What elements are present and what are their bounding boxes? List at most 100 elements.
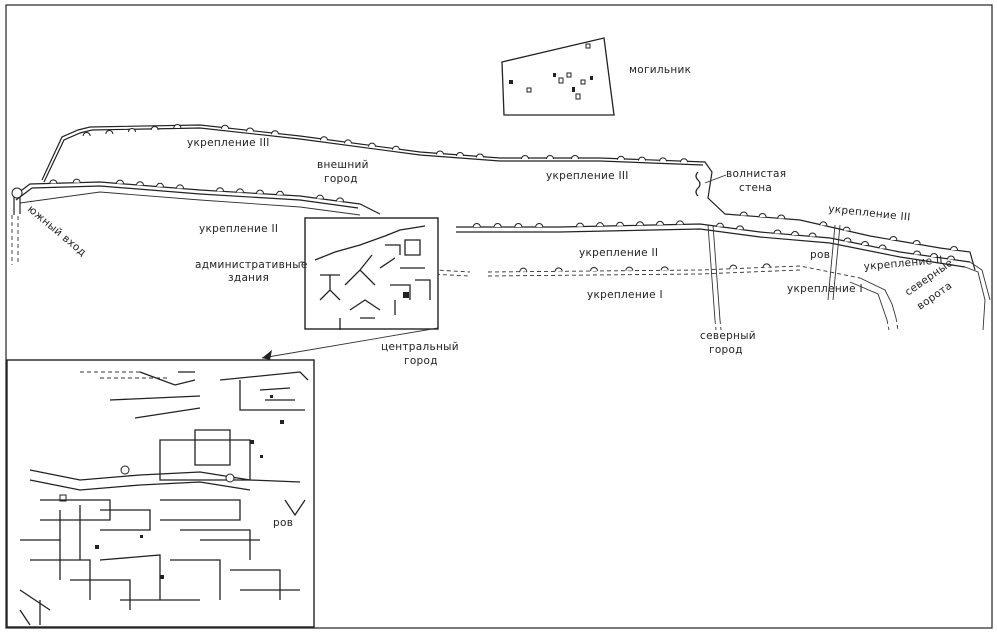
wall-tower xyxy=(128,128,136,133)
fortification-II-west-wall xyxy=(11,181,381,265)
wall-tower xyxy=(878,244,887,249)
fortification-III-wall xyxy=(41,124,976,271)
fortification-I-towers xyxy=(519,263,771,272)
label-fortification-III-east: укрепление III xyxy=(828,203,912,224)
wall-tower xyxy=(739,211,748,216)
wall-tower xyxy=(576,222,584,227)
wall-tower xyxy=(173,124,182,129)
wall-tower xyxy=(861,241,869,246)
wall-tower xyxy=(571,155,579,160)
label-fortification-III-west: укрепление III xyxy=(187,137,270,149)
wall-tower xyxy=(392,145,400,150)
wall-tower xyxy=(256,189,264,194)
label-north-city-line2: город xyxy=(709,344,743,356)
wall-tower xyxy=(617,155,625,160)
wall-tower xyxy=(762,263,771,268)
wall-tower xyxy=(947,255,955,260)
fortification-II-east-wall xyxy=(456,223,991,331)
map-frame xyxy=(5,4,993,629)
wall-tower xyxy=(221,124,229,129)
wall-tower xyxy=(729,264,738,269)
wall-tower xyxy=(791,231,799,236)
wall-tower xyxy=(656,220,664,225)
wall-tower xyxy=(176,184,184,189)
wall-tower xyxy=(636,221,644,226)
fortification-III-towers xyxy=(82,124,958,251)
wall-tower xyxy=(912,240,921,245)
wall-tower xyxy=(716,222,724,227)
wall-tower xyxy=(456,152,464,157)
label-wavy-wall: волнистая xyxy=(726,168,786,180)
wall-tower xyxy=(808,232,817,237)
label-fortification-II-west: укрепление II xyxy=(199,223,278,235)
wall-tower xyxy=(246,127,254,132)
cemetery-enclosure xyxy=(501,37,615,116)
label-fortification-I-east: укрепление I xyxy=(787,283,863,295)
fortification-II-west-towers xyxy=(49,178,344,202)
label-admin-buildings: административные xyxy=(195,259,308,271)
wall-tower xyxy=(616,221,624,226)
label-fortification-II-mid: укрепление II xyxy=(579,247,658,259)
wall-tower xyxy=(476,153,484,158)
fortification-II-east-towers xyxy=(472,220,955,260)
wall-tower xyxy=(521,155,529,160)
wall-tower xyxy=(777,214,786,219)
wall-tower xyxy=(150,126,159,131)
wall-tower xyxy=(930,253,938,258)
wall-tower xyxy=(913,250,921,255)
wall-tower xyxy=(336,197,344,202)
wall-tower xyxy=(590,267,598,272)
wall-tower xyxy=(596,222,604,227)
wall-tower xyxy=(660,266,669,271)
wall-tower xyxy=(889,236,898,241)
wall-tower xyxy=(156,182,164,187)
label-fortification-III-mid: укрепление III xyxy=(546,170,629,182)
central-city-box xyxy=(261,217,439,360)
wall-tower xyxy=(638,156,646,161)
wall-tower xyxy=(344,139,352,144)
north-city-streets xyxy=(707,224,841,331)
wall-tower xyxy=(736,225,744,230)
wall-tower xyxy=(625,266,634,271)
wall-tower xyxy=(271,130,279,135)
wall-tower xyxy=(216,187,224,192)
wall-tower xyxy=(320,136,328,141)
wall-tower xyxy=(554,267,563,272)
wall-tower xyxy=(950,246,958,251)
wall-tower xyxy=(659,157,667,162)
label-south-entrance: южный вход xyxy=(25,203,88,259)
wall-tower xyxy=(72,178,81,183)
wall-tower xyxy=(368,142,376,147)
label-wavy-wall-line2: стена xyxy=(739,182,772,194)
wall-tower xyxy=(680,158,688,163)
wall-tower xyxy=(843,237,852,242)
central-city-inset xyxy=(6,359,315,628)
wall-tower xyxy=(493,223,502,228)
wall-tower xyxy=(136,181,144,186)
wall-tower xyxy=(82,132,91,137)
wall-tower xyxy=(546,155,554,160)
wavy-wall xyxy=(695,171,727,197)
wall-tower xyxy=(819,221,828,226)
wall-tower xyxy=(773,229,782,234)
wall-tower xyxy=(842,226,851,231)
label-admin-buildings-line2: здания xyxy=(228,272,269,284)
wall-tower xyxy=(535,223,544,228)
label-north-city: северный xyxy=(700,330,756,342)
wall-tower xyxy=(316,194,324,199)
label-moat-east: ров xyxy=(810,249,830,261)
label-central-city-line2: город xyxy=(404,355,438,367)
wall-tower xyxy=(49,179,58,184)
label-fortification-I-mid: укрепление I xyxy=(587,289,663,301)
label-cemetery: могильник xyxy=(629,64,691,76)
label-outer-city-line2: город xyxy=(324,173,358,185)
label-moat-inset: ров xyxy=(273,517,293,529)
label-outer-city: внешний xyxy=(317,159,369,171)
wall-tower xyxy=(276,190,284,195)
wall-tower xyxy=(105,130,114,135)
wall-tower xyxy=(514,223,523,228)
wall-tower xyxy=(236,188,244,193)
wall-tower xyxy=(758,213,767,218)
wall-tower xyxy=(676,220,684,225)
